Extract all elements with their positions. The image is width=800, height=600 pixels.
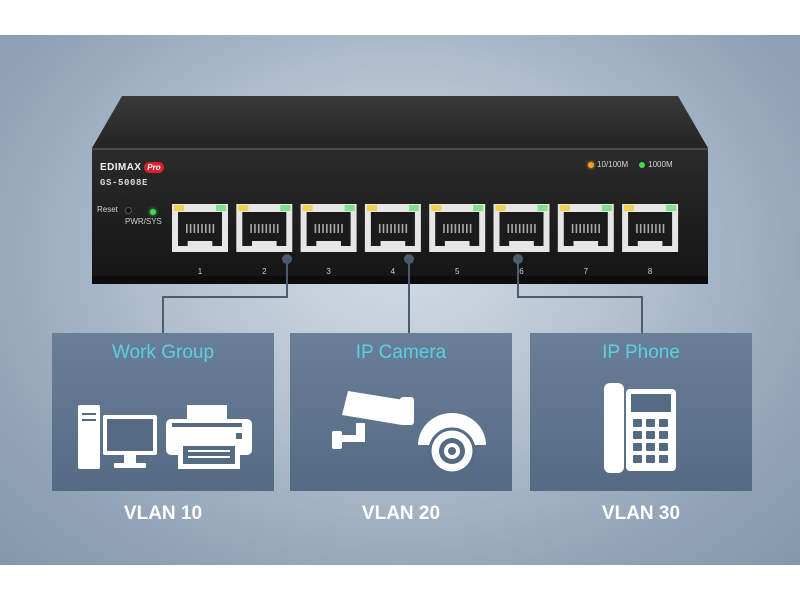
switch-body bbox=[92, 96, 708, 284]
group-title: IP Phone bbox=[602, 342, 680, 363]
keypad-key bbox=[646, 443, 655, 451]
port-led-amber-icon bbox=[431, 205, 442, 211]
connector-port-2 bbox=[162, 259, 288, 333]
brand-name: EDIMAX bbox=[100, 161, 142, 173]
port-led-amber-icon bbox=[624, 205, 635, 211]
port-number-label: 3 bbox=[326, 267, 331, 276]
power-led-icon bbox=[150, 209, 156, 215]
ethernet-port-8 bbox=[622, 204, 679, 252]
brand-badge: Pro bbox=[144, 161, 164, 173]
keypad-key bbox=[633, 431, 642, 439]
connector-port-6 bbox=[517, 259, 643, 333]
network-switch: EDIMAX Pro GS-5008E Reset PWR/SYS 10/100… bbox=[92, 96, 708, 284]
ethernet-port-6 bbox=[493, 204, 550, 252]
keypad-key bbox=[646, 431, 655, 439]
desktop-computer-icon bbox=[78, 405, 157, 469]
keypad-key bbox=[633, 443, 642, 451]
port-led-amber-icon bbox=[174, 205, 184, 211]
keypad-key bbox=[633, 419, 642, 427]
connector-lines bbox=[162, 254, 643, 333]
port-led-amber-icon bbox=[302, 205, 313, 211]
dome-camera-icon bbox=[418, 413, 486, 475]
reset-button[interactable] bbox=[125, 207, 132, 214]
port-number-label: 4 bbox=[390, 267, 396, 276]
port-led-amber-icon bbox=[366, 205, 377, 211]
port-led-amber-icon bbox=[495, 205, 506, 211]
connector-dot bbox=[513, 254, 523, 264]
group-box-work-group: Work Group bbox=[52, 333, 274, 491]
port-led-green-icon bbox=[666, 205, 677, 211]
keypad-key bbox=[659, 455, 668, 463]
port-led-green-icon bbox=[408, 205, 419, 211]
keypad-key bbox=[646, 455, 655, 463]
connector-dot bbox=[282, 254, 292, 264]
vlan-label-20: VLAN 20 bbox=[361, 503, 441, 524]
port-led-green-icon bbox=[280, 205, 291, 211]
ethernet-port-1 bbox=[172, 204, 228, 252]
amber-led-icon bbox=[588, 161, 594, 168]
port-led-green-icon bbox=[344, 205, 355, 211]
port-number-label: 8 bbox=[647, 267, 653, 276]
port-led-amber-icon bbox=[559, 205, 570, 211]
port-led-green-icon bbox=[601, 205, 612, 211]
printer-icon bbox=[166, 405, 252, 469]
green-led-icon bbox=[639, 161, 646, 168]
group-title: IP Camera bbox=[355, 342, 447, 363]
keypad-key bbox=[659, 419, 668, 427]
keypad-key bbox=[646, 419, 655, 427]
group-title: Work Group bbox=[111, 342, 215, 363]
model-label: GS-5008E bbox=[100, 178, 149, 188]
speed-legend: 10/100M 1000M bbox=[588, 160, 673, 169]
ethernet-port-4 bbox=[364, 204, 421, 252]
power-label: PWR/SYS bbox=[125, 217, 162, 226]
diagram-background: EDIMAX Pro GS-5008E Reset PWR/SYS 10/100… bbox=[0, 35, 800, 565]
keypad-key bbox=[633, 455, 642, 463]
ethernet-port-7 bbox=[557, 204, 614, 252]
port-led-amber-icon bbox=[238, 205, 249, 211]
brand-logo: EDIMAX Pro bbox=[100, 160, 164, 174]
legend-speed-high: 1000M bbox=[648, 160, 673, 169]
port-number-label: 6 bbox=[519, 267, 524, 276]
ethernet-port-3 bbox=[300, 204, 357, 252]
connector-dot bbox=[404, 254, 414, 264]
group-box-ip-phone: IP Phone bbox=[530, 333, 752, 491]
port-led-green-icon bbox=[473, 205, 484, 211]
port-number-label: 5 bbox=[454, 267, 460, 276]
ethernet-port-2 bbox=[236, 204, 293, 252]
vlan-label-30: VLAN 30 bbox=[601, 503, 681, 524]
ethernet-port-5 bbox=[429, 204, 486, 252]
group-box-ip-camera: IP Camera bbox=[290, 333, 512, 491]
keypad-key bbox=[659, 431, 668, 439]
vlan-label-10: VLAN 10 bbox=[123, 503, 203, 524]
port-number-label: 7 bbox=[583, 267, 589, 276]
legend-speed-low: 10/100M bbox=[597, 160, 629, 169]
keypad-key bbox=[659, 443, 668, 451]
security-camera-icon bbox=[332, 391, 414, 449]
port-number-label: 2 bbox=[262, 267, 267, 276]
reset-label: Reset bbox=[97, 205, 118, 214]
port-led-green-icon bbox=[216, 205, 226, 211]
port-led-green-icon bbox=[537, 205, 548, 211]
port-number-label: 1 bbox=[197, 267, 203, 276]
desk-phone-icon bbox=[604, 383, 676, 473]
